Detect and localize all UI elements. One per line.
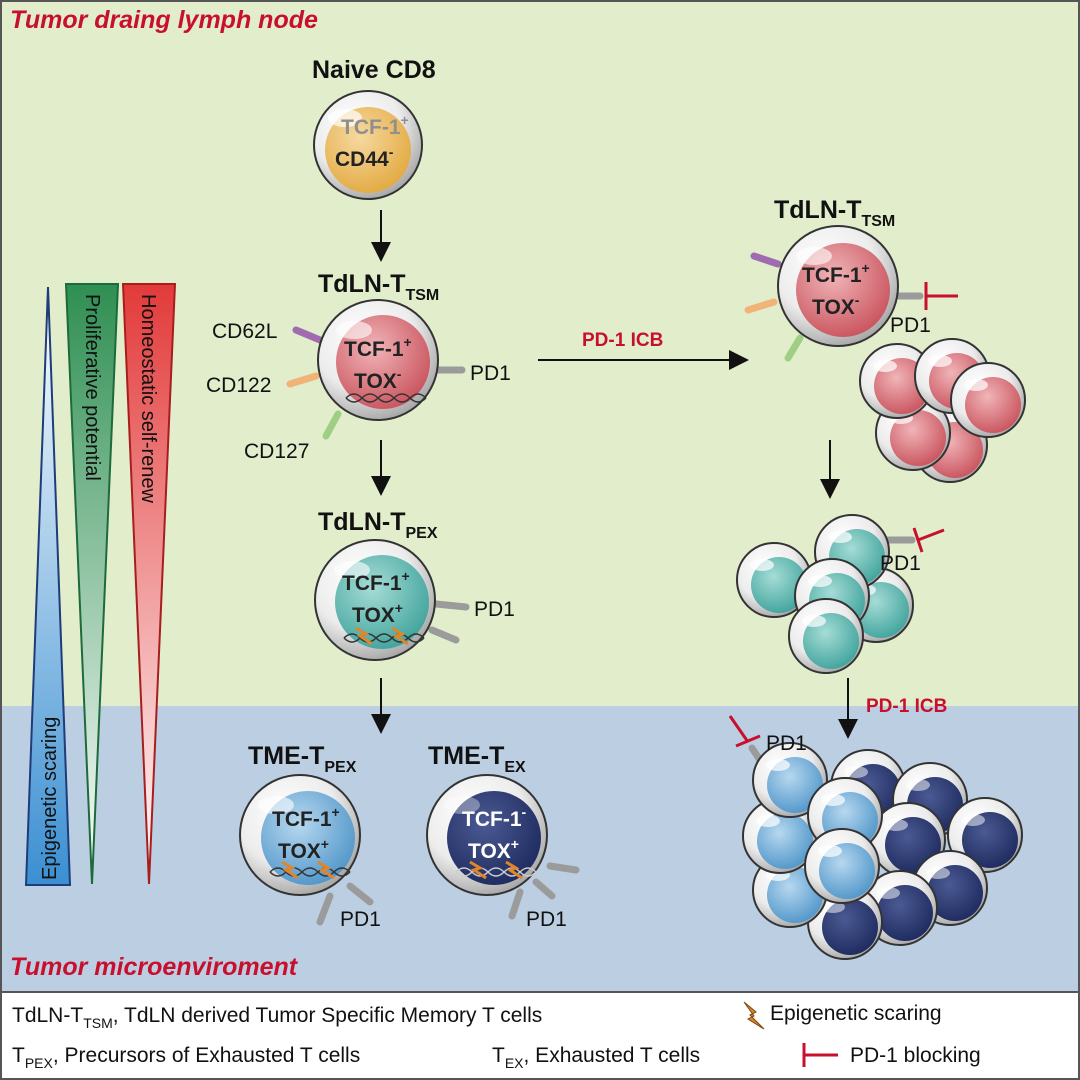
homeostatic-triangle <box>121 283 177 885</box>
tme-ex-marker2: TOX+ <box>468 836 519 863</box>
tsm-right-title: TdLN-TTSM <box>774 196 895 230</box>
cd62l-label: CD62L <box>212 320 277 343</box>
tsm-right-marker2: TOX- <box>812 292 860 319</box>
tsm-right-marker1: TCF-1+ <box>802 260 870 287</box>
tsm-right-cell <box>744 225 924 362</box>
tsm-pd1-label: PD1 <box>470 362 511 385</box>
epigenetic-scaring-triangle <box>24 286 72 886</box>
tme-pex-title: TME-TPEX <box>248 742 357 776</box>
icb-label-bottom: PD-1 ICB <box>866 696 947 717</box>
lymph-node-label: Tumor draing lymph node <box>10 6 318 34</box>
cd127-label: CD127 <box>244 440 309 463</box>
pex-cell <box>314 539 470 661</box>
tsm-marker2: TOX- <box>354 366 402 393</box>
homeostatic-gradient-label: Homeostatic self-renew <box>137 294 159 504</box>
pex-cluster-pd1-label: PD1 <box>880 552 921 575</box>
tsm-cell <box>286 299 466 440</box>
pd1-blocking-icon <box>802 1043 838 1067</box>
tsm-marker1: TCF-1+ <box>344 334 412 361</box>
epigenetic-gradient-label: Epigenetic scaring <box>39 717 61 880</box>
icb-label-top: PD-1 ICB <box>582 330 663 351</box>
proliferative-gradient-label: Proliferative potential <box>81 294 103 481</box>
legend-tsm: TdLN-TTSM, TdLN derived Tumor Specific M… <box>12 1004 542 1031</box>
legend-ex: TEX, Exhausted T cells <box>492 1044 700 1071</box>
epigenetic-scar-icon <box>743 1001 765 1030</box>
tme-ex-title: TME-TEX <box>428 742 526 776</box>
naive-marker2: CD44- <box>335 144 394 171</box>
pex-title: TdLN-TPEX <box>318 508 438 542</box>
naive-title: Naive CD8 <box>312 56 436 84</box>
naive-marker1: TCF-1+ <box>341 112 409 139</box>
pd1-block-icon-2 <box>912 527 945 553</box>
tme-ex-pd1-label: PD1 <box>526 908 567 931</box>
tme-clone-cluster <box>742 742 1023 960</box>
tsm-clone-cluster <box>859 338 1026 483</box>
naive-cell <box>313 90 423 200</box>
tme-ex-cell <box>426 774 580 920</box>
cd122-label: CD122 <box>206 374 271 397</box>
pex-pd1-label: PD1 <box>474 598 515 621</box>
pd1-block-icon <box>924 282 958 310</box>
tsm-right-pd1-label: PD1 <box>890 314 931 337</box>
pex-clone-cluster <box>736 514 916 674</box>
tsm-title: TdLN-TTSM <box>318 270 439 304</box>
tme-pex-cell <box>239 774 374 926</box>
tme-ex-marker1: TCF-1- <box>462 804 527 831</box>
tme-cluster-pd1-label: PD1 <box>766 732 807 755</box>
tme-pex-marker2: TOX+ <box>278 836 329 863</box>
pex-marker1: TCF-1+ <box>342 568 410 595</box>
legend-pd1-blocking: PD-1 blocking <box>850 1044 981 1067</box>
tme-label: Tumor microenviroment <box>10 953 299 981</box>
legend-pex: TPEX, Precursors of Exhausted T cells <box>12 1044 360 1071</box>
tme-pex-marker1: TCF-1+ <box>272 804 340 831</box>
tme-pex-pd1-label: PD1 <box>340 908 381 931</box>
proliferative-triangle <box>64 283 120 885</box>
pex-marker2: TOX+ <box>352 600 403 627</box>
legend-epigenetic: Epigenetic scaring <box>770 1002 942 1025</box>
pd1-block-icon-3 <box>728 715 761 748</box>
legend-region <box>0 992 1080 1080</box>
